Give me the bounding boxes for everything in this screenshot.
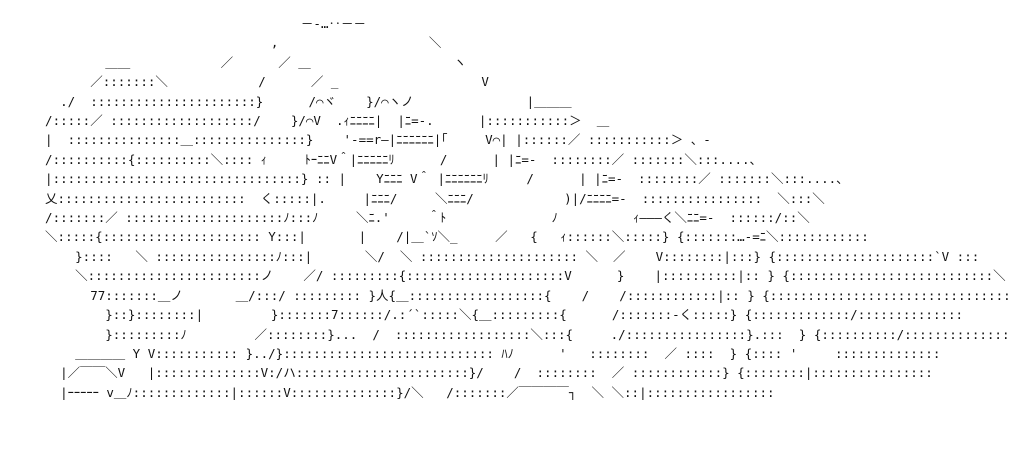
ascii-art-line: }:::::::::ﾉ ／::::::::}... / ::::::::::::… xyxy=(30,326,1010,342)
ascii-art-line: | :::::::::::::::＿:::::::::::::::} '‐==r… xyxy=(30,132,711,148)
ascii-art-line: ＿＿＿＿ Y V::::::::::: }../}:::::::::::::::… xyxy=(30,345,941,361)
ascii-art-line: |／￣￣＼V |::::::::::::::V:/ハ::::::::::::::… xyxy=(30,365,933,381)
ascii-art-line: |ｰｰｰｰｰ v＿ﾉ:::::::::::::|::::::V:::::::::… xyxy=(30,384,775,400)
ascii-art-line: /:::::::／ :::::::::::::::::::::ﾉ:::ﾉ ＼ﾆ.… xyxy=(30,210,810,226)
ascii-art-line: －‐…‥－－ xyxy=(30,16,366,31)
ascii-art: －‐…‥－－ , ＼ ＿＿ ／ ／ ＿ ヽ ／:::::::＼ / ／ _ V … xyxy=(30,14,1011,402)
ascii-art-line: ./ ::::::::::::::::::::::} /⌒ヾ }/⌒ヽノ |＿＿… xyxy=(30,93,572,109)
ascii-art-line: 77:::::::＿ノ ＿/:::/ ::::::::: }人{＿:::::::… xyxy=(30,287,1011,303)
ascii-art-line: ＼:::::{::::::::::::::::::::: Y:::| | /|＿… xyxy=(30,229,869,245)
ascii-art-line: /:::::／ :::::::::::::::::::/ }/⌒V .ｨﾆﾆﾆﾆ… xyxy=(30,113,610,129)
ascii-art-line: ＿＿ ／ ／ ＿ ヽ xyxy=(30,54,467,70)
ascii-art-line: /::::::::::{::::::::::＼:::: ｨ ﾄｰﾆﾆV＾|ﾆﾆﾆ… xyxy=(30,151,763,167)
ascii-art-line: |:::::::::::::::::::::::::::::::::} :: |… xyxy=(30,171,849,187)
ascii-art-line: 乂::::::::::::::::::::::::: く:::::|. |ﾆﾆﾆ… xyxy=(30,190,825,206)
ascii-art-line: ／:::::::＼ / ／ _ V xyxy=(30,74,489,90)
ascii-art-line: }:::: ＼ ::::::::::::::::ﾉ:::| ＼/ ＼ :::::… xyxy=(30,248,980,264)
ascii-art-line: , ＼ xyxy=(30,35,442,51)
ascii-art-line: ＼:::::::::::::::::::::::ノ ／/ :::::::::{:… xyxy=(30,268,1006,284)
ascii-art-line: }::}::::::::| }:::::::7::::::/.:´`:::::＼… xyxy=(30,307,964,323)
